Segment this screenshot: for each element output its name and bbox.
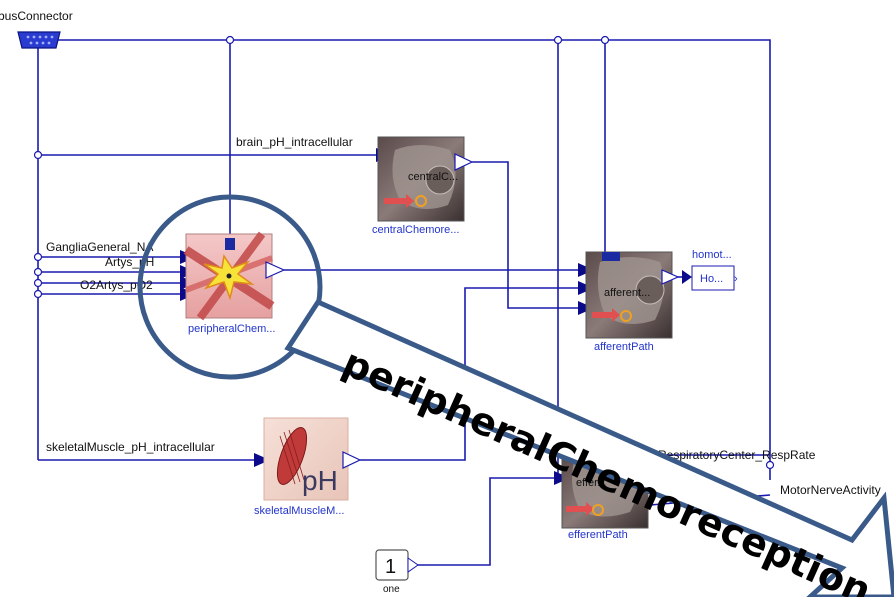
bus-connector[interactable]: busConnector — [0, 9, 73, 49]
skeletal-muscle-block[interactable]: pH skeletalMuscleM... — [254, 417, 362, 517]
homot-block[interactable]: homot... Ho... › — [691, 249, 738, 291]
constant-value: 1 — [385, 556, 396, 578]
homot-output-arrow: › — [734, 273, 738, 285]
o2artys-label: O2Artys_pO2 — [80, 278, 153, 292]
callout-title: peripheralChemoreception — [336, 340, 877, 597]
efferent-block-name: efferentPath — [568, 529, 628, 541]
peripheral-bus-port[interactable] — [225, 238, 235, 250]
peripheral-output-port[interactable] — [265, 261, 286, 279]
afferent-block-name: afferentPath — [594, 341, 654, 353]
motor-label: MotorNerveActivity — [780, 483, 881, 497]
skeletal-output-port[interactable] — [342, 451, 362, 469]
skeletal-block-name: skeletalMuscleM... — [254, 505, 344, 517]
skeletal-ph-label: skeletalMuscle_pH_intracellular — [46, 440, 215, 454]
ph-glyph: pH — [302, 465, 338, 496]
central-block-name: centralChemore... — [372, 224, 459, 236]
central-output-port[interactable] — [454, 153, 474, 171]
afferent-inner-label: afferent... — [604, 287, 650, 299]
constant-output-port[interactable] — [407, 557, 419, 573]
homot-inner-label: Ho... — [700, 273, 723, 285]
resp-rate-label: RespiratoryCenter_RespRate — [658, 448, 816, 462]
homot-name: homot... — [692, 249, 732, 261]
ganglia-label: GangliaGeneral_NA — [46, 240, 153, 254]
bus-connector-label: busConnector — [0, 9, 73, 23]
junction-dots — [33, 35, 775, 470]
constant-name: one — [383, 584, 400, 595]
highlight-circle — [137, 194, 323, 380]
peripheral-block-name: peripheralChem... — [188, 323, 275, 335]
central-inner-label: centralC... — [408, 171, 458, 183]
afferent-output-port[interactable] — [661, 269, 680, 285]
afferent-bus-port[interactable] — [602, 252, 620, 261]
peripheral-chemoreception-block[interactable]: peripheralChem... — [183, 231, 286, 335]
constant-one-block[interactable]: 1 one — [375, 549, 419, 595]
efferent-inner-label: effer... — [576, 477, 606, 489]
central-chemoreception-block[interactable]: centralC... centralChemore... — [372, 136, 474, 236]
afferent-path-block[interactable]: afferent... afferentPath — [585, 251, 680, 353]
brain-ph-label: brain_pH_intracellular — [236, 135, 353, 149]
